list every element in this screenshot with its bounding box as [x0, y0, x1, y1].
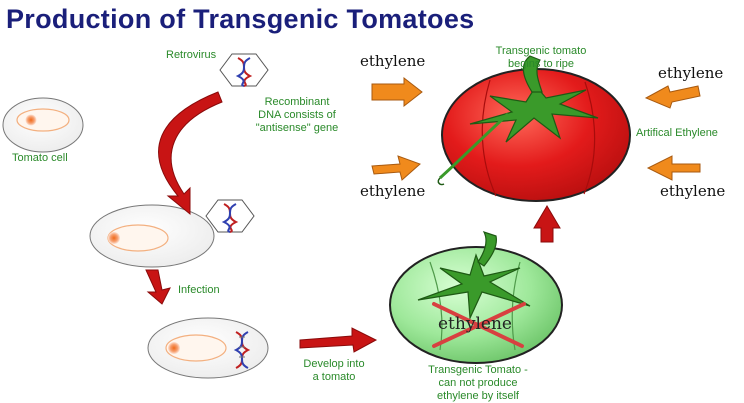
ethylene-crossed-label: ethylene: [438, 314, 512, 334]
tomato-cell-label: Tomato cell: [12, 152, 68, 165]
recombinant-dna-line-2: DNA consists of: [248, 109, 346, 122]
retrovirus-icon: [220, 54, 268, 86]
develop-arrow: [300, 328, 376, 352]
ripe-tomato-line-2: begins to ripe: [486, 58, 596, 71]
transgenic-tomato-label: Transgenic Tomato - can not produce ethy…: [416, 364, 540, 403]
artificial-ethylene-label: Artifical Ethylene: [636, 127, 718, 140]
recombinant-dna-label: Recombinant DNA consists of "antisense" …: [248, 96, 346, 135]
develop-line-1: Develop into: [290, 358, 378, 371]
recombinant-dna-line-1: Recombinant: [248, 96, 346, 109]
develop-line-2: a tomato: [290, 371, 378, 384]
ethylene-label-bottom-right: ethylene: [660, 182, 725, 200]
transgenic-tomato-line-2: can not produce: [416, 377, 540, 390]
ethylene-label-top-left: ethylene: [360, 52, 425, 70]
ripe-tomato-line-1: Transgenic tomato: [486, 45, 596, 58]
ethylene-arrow-bottom-left: [372, 156, 420, 180]
red-tomato: [438, 56, 630, 201]
tomato-cell-1: [3, 98, 83, 152]
retrovirus-attached-icon: [206, 200, 254, 232]
transgenic-tomato-line-3: ethylene by itself: [416, 390, 540, 403]
ethylene-arrow-top-right: [646, 86, 700, 108]
recombinant-dna-line-3: "antisense" gene: [248, 122, 346, 135]
infection-label: Infection: [178, 284, 220, 297]
ethylene-arrow-bottom-right: [648, 156, 700, 180]
tomato-cell-3: [148, 318, 268, 378]
ethylene-label-bottom-left: ethylene: [360, 182, 425, 200]
tomato-cell-2: [90, 205, 214, 267]
ripen-arrow: [534, 206, 560, 242]
infection-arrow: [146, 270, 170, 304]
ripe-tomato-label: Transgenic tomato begins to ripe: [486, 45, 596, 71]
ethylene-label-top-right: ethylene: [658, 64, 723, 82]
ethylene-arrow-top-left: [372, 78, 422, 106]
green-tomato: [390, 232, 562, 363]
retrovirus-label: Retrovirus: [166, 49, 216, 62]
transgenic-tomato-line-1: Transgenic Tomato -: [416, 364, 540, 377]
infection-curved-arrow: [159, 92, 222, 214]
develop-label: Develop into a tomato: [290, 358, 378, 384]
